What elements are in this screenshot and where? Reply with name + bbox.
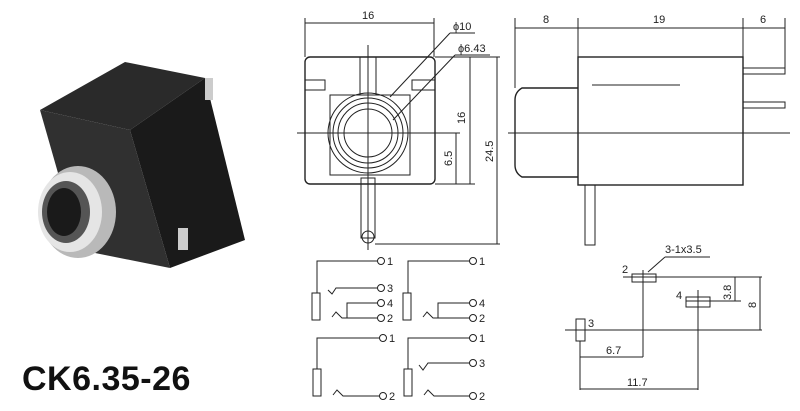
dim-body-length: 19 (653, 14, 665, 26)
side-view: 8 19 6 (508, 14, 790, 246)
pin-label: 1 (389, 333, 395, 345)
product-photo (38, 62, 245, 268)
front-view: 16 16 6.5 24.5 ϕ10 ϕ6.43 (297, 10, 500, 250)
pin-label: 1 (479, 333, 485, 345)
pin-label: 3 (588, 318, 594, 330)
dim-6-7: 6.7 (606, 345, 621, 357)
pin-label: 2 (389, 391, 395, 403)
schematic-4: 1 3 2 (403, 333, 485, 403)
pin-label: 3 (387, 283, 393, 295)
model-title: CK6.35-26 (22, 360, 191, 398)
pin-label: 1 (479, 256, 485, 268)
pin-label: 2 (387, 313, 393, 325)
pin-label: 4 (387, 298, 393, 310)
dim-outer-diameter: ϕ10 (453, 21, 471, 33)
schematic-1: 1 3 4 2 (311, 256, 393, 325)
dim-total-height: 24.5 (484, 141, 496, 162)
dim-barrel-length: 8 (543, 14, 549, 26)
schematic-3: 1 2 (312, 333, 395, 403)
hole-spec: 3-1x3.5 (665, 244, 702, 256)
pin-label: 3 (479, 358, 485, 370)
pin-label: 4 (676, 290, 682, 302)
pin-label: 1 (387, 256, 393, 268)
pin-label: 2 (622, 264, 628, 276)
dim-8: 8 (747, 302, 759, 308)
dim-inner-diameter: ϕ6.43 (458, 43, 486, 55)
pcb-layout: 3-1x3.5 2 4 3 3.8 8 6.7 11.7 (565, 244, 762, 390)
pin-label: 2 (479, 391, 485, 403)
pin-label: 2 (479, 313, 485, 325)
dim-3-8: 3.8 (722, 285, 734, 300)
dim-width: 16 (362, 10, 374, 22)
dim-body-height: 16 (456, 112, 468, 124)
schematic-2: 1 4 2 (402, 256, 485, 325)
dim-pin-length: 6 (760, 14, 766, 26)
pin-label: 4 (479, 298, 485, 310)
dim-center-height: 6.5 (443, 151, 455, 166)
dim-11-7: 11.7 (627, 377, 648, 389)
